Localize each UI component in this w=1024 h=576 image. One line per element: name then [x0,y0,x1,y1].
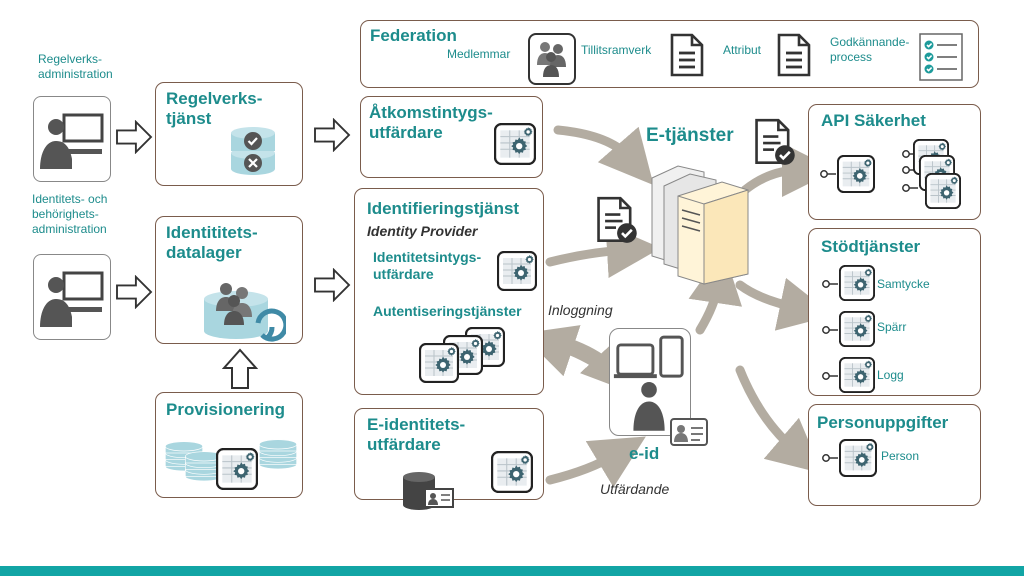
document-icon [777,33,811,77]
person-label: Person [881,449,920,463]
stodtjanster-title: Stödtjänster [821,237,921,256]
medlemmar-label: Medlemmar [447,47,511,61]
federation-box: Federation Medlemmar Tillitsramverk Attr… [360,20,979,88]
eid-label: e-id [629,444,660,463]
connector-icon [821,371,839,381]
service-gear-icon [839,357,875,393]
service-gear-icon [419,343,459,383]
service-gear-icon [491,451,533,493]
identifiering-box: Identifieringstjänst Identity Provider I… [354,188,544,395]
members-icon [528,33,576,85]
api-box: API Säkerhet [808,104,981,220]
service-gear-icon [497,251,537,291]
arrow-etjanster-stodtjanster [735,277,834,331]
eid-devices-icon [613,335,684,431]
godkannande-label: Godkännande- process [830,35,910,64]
approval-checklist-icon [919,33,963,81]
provisionering-title: Provisionering [166,400,286,419]
atkomst-box: Åtkomstintygs- utfärdare [360,96,543,178]
regelverkstjanst-box: Regelverks- tjänst [155,82,303,186]
identitetsintyg-label: Identitetsintygs- utfärdare [373,249,482,282]
personuppgifter-title: Personuppgifter [817,413,949,432]
connector-icon [821,325,839,335]
etjanster-label: E-tjänster [646,125,734,146]
samtycke-label: Samtycke [877,277,930,291]
admin-workstation-icon-2 [33,254,111,340]
tillitsramverk-label: Tillitsramverk [581,43,652,57]
identitetsdatalager-box: Identititets- datalager [155,216,303,344]
service-gear-icon [837,155,875,193]
eidentitet-title: E-identitets- utfärdare [367,415,466,454]
right-arrow-icon [314,268,350,302]
connector-icon [821,279,839,289]
provisionering-box: Provisionering [155,392,303,498]
personuppgifter-box: Personuppgifter Person [808,404,981,506]
api-title: API Säkerhet [821,111,926,130]
stodtjanster-box: Stödtjänster Samtycke Spärr Logg [808,228,981,396]
utfardande-label: Utfärdande [600,481,670,497]
up-arrow-icon [222,348,258,389]
inloggning-label: Inloggning [548,302,613,318]
service-gear-icon [494,123,536,165]
attribut-label: Attribut [723,43,762,57]
identitet-admin-label: Identitets- och behörighets- administrat… [32,192,108,236]
identity-provider-label: Identity Provider [367,223,478,239]
arrow-eid-etjanster [688,249,743,335]
regelverks-admin-label: Regelverks- administration [38,52,113,81]
right-arrow-icon [116,275,152,309]
regelverkstjanst-title: Regelverks- tjänst [166,89,263,128]
identity-database-icon [204,283,286,342]
arrow-atkomst-etjanster [553,125,654,186]
connector-icon [819,169,837,179]
database-icon [258,439,298,470]
server-icon [651,165,749,285]
admin-workstation-icon [33,96,111,182]
service-gear-icon [839,311,875,347]
rule-database-icon [231,127,275,175]
sparr-label: Spärr [877,320,907,334]
arrow-eidentitet-eid [545,436,646,488]
right-arrow-icon [116,120,152,154]
atkomst-title: Åtkomstintygs- utfärdare [369,103,493,142]
document-check-icon [755,118,796,166]
document-icon [670,33,704,77]
arrow-eid-personuppgifter [735,365,823,474]
arrow-identifiering-etjanster [545,224,661,278]
identifiering-title: Identifieringstjänst [367,199,520,218]
id-card-icon [670,418,708,446]
id-card-database-icon [403,472,454,510]
service-gear-icon [216,448,258,490]
bottom-bar [0,566,1024,576]
eidentitet-box: E-identitets- utfärdare [354,408,544,510]
service-gear-icon [839,439,877,477]
right-arrow-icon [314,118,350,152]
document-check-icon [597,196,638,244]
connector-icon [821,453,839,463]
service-gear-icon [925,173,961,209]
identitetsdatalager-title: Identititets- datalager [166,223,258,262]
logg-label: Logg [877,368,904,382]
connector-icon [901,183,919,193]
arrow-etjanster-api [740,143,836,198]
federation-title: Federation [370,26,457,45]
autentisering-label: Autentiseringstjänster [373,303,522,319]
service-gear-icon [839,265,875,301]
